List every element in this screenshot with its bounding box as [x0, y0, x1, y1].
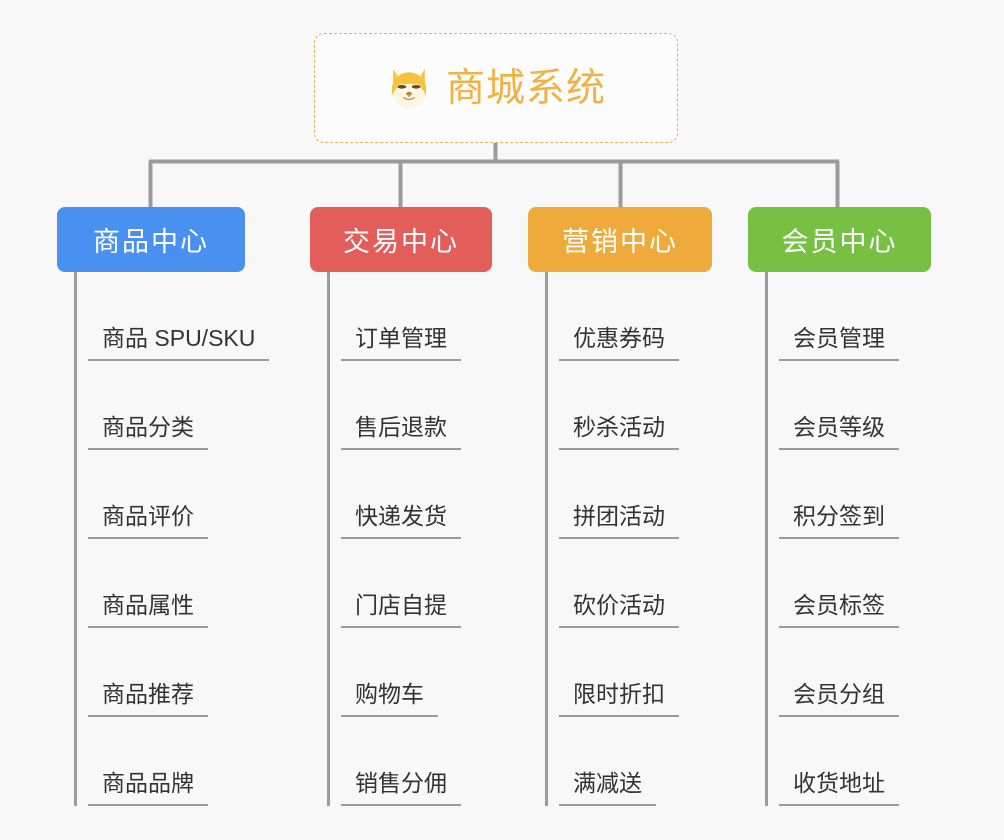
- leaf-node[interactable]: 优惠券码: [528, 272, 712, 361]
- leaf-node[interactable]: 积分签到: [748, 450, 931, 539]
- branch-items-3: 优惠券码 秒杀活动 拼团活动 砍价活动 限时折扣 满减送: [528, 272, 712, 806]
- branch-column-2: 交易中心 订单管理 售后退款 快递发货 门店自提 购物车 销售分佣: [310, 207, 492, 806]
- leaf-label: 商品品牌: [88, 770, 208, 806]
- branch-spine-1: [74, 272, 77, 806]
- leaf-label: 销售分佣: [341, 770, 461, 806]
- leaf-label: 商品推荐: [88, 681, 208, 717]
- leaf-node[interactable]: 购物车: [310, 628, 492, 717]
- branch-items-1: 商品 SPU/SKU 商品分类 商品评价 商品属性 商品推荐 商品品牌: [57, 272, 270, 806]
- leaf-node[interactable]: 收货地址: [748, 717, 931, 806]
- leaf-node[interactable]: 满减送: [528, 717, 712, 806]
- leaf-label: 商品评价: [88, 503, 208, 539]
- leaf-label: 快递发货: [341, 503, 461, 539]
- branch-column-4: 会员中心 会员管理 会员等级 积分签到 会员标签 会员分组 收货地址: [748, 207, 931, 806]
- branch-header-4[interactable]: 会员中心: [748, 207, 931, 272]
- leaf-label: 订单管理: [341, 325, 461, 361]
- branch-header-3[interactable]: 营销中心: [528, 207, 712, 272]
- leaf-label: 积分签到: [779, 503, 899, 539]
- leaf-node[interactable]: 商品属性: [57, 539, 269, 628]
- leaf-node[interactable]: 会员管理: [748, 272, 931, 361]
- leaf-label: 会员等级: [779, 414, 899, 450]
- leaf-node[interactable]: 订单管理: [310, 272, 492, 361]
- leaf-label: 满减送: [559, 770, 656, 806]
- leaf-node[interactable]: 会员等级: [748, 361, 931, 450]
- branch-column-1: 商品中心 商品 SPU/SKU 商品分类 商品评价 商品属性 商品推荐 商品品牌: [57, 207, 270, 806]
- leaf-node[interactable]: 商品分类: [57, 361, 269, 450]
- leaf-label: 会员标签: [779, 592, 899, 628]
- leaf-node[interactable]: 限时折扣: [528, 628, 712, 717]
- root-title: 商城系统: [445, 66, 606, 110]
- branch-header-2[interactable]: 交易中心: [310, 207, 492, 272]
- leaf-label: 购物车: [341, 681, 438, 717]
- branch-items-4: 会员管理 会员等级 积分签到 会员标签 会员分组 收货地址: [748, 272, 931, 806]
- leaf-label: 拼团活动: [559, 503, 679, 539]
- leaf-node[interactable]: 商品推荐: [57, 628, 269, 717]
- branch-items-2: 订单管理 售后退款 快递发货 门店自提 购物车 销售分佣: [310, 272, 492, 806]
- branch-header-1[interactable]: 商品中心: [57, 207, 245, 272]
- leaf-label: 售后退款: [341, 414, 461, 450]
- leaf-label: 收货地址: [779, 770, 899, 806]
- leaf-node[interactable]: 售后退款: [310, 361, 492, 450]
- branch-spine-3: [545, 272, 548, 806]
- leaf-label: 门店自提: [341, 592, 461, 628]
- leaf-label: 秒杀活动: [559, 414, 679, 450]
- leaf-label: 商品属性: [88, 592, 208, 628]
- leaf-node[interactable]: 拼团活动: [528, 450, 712, 539]
- leaf-label: 会员分组: [779, 681, 899, 717]
- leaf-label: 商品分类: [88, 414, 208, 450]
- branch-spine-2: [327, 272, 330, 806]
- shiba-dog-face-icon: [391, 69, 427, 109]
- leaf-node[interactable]: 商品 SPU/SKU: [57, 272, 270, 361]
- leaf-node[interactable]: 门店自提: [310, 539, 492, 628]
- leaf-label: 会员管理: [779, 325, 899, 361]
- branch-spine-4: [765, 272, 768, 806]
- leaf-node[interactable]: 会员标签: [748, 539, 931, 628]
- leaf-node[interactable]: 商品品牌: [57, 717, 269, 806]
- leaf-node[interactable]: 快递发货: [310, 450, 492, 539]
- leaf-label: 砍价活动: [559, 592, 679, 628]
- leaf-node[interactable]: 销售分佣: [310, 717, 492, 806]
- leaf-node[interactable]: 商品评价: [57, 450, 269, 539]
- leaf-label: 优惠券码: [559, 325, 679, 361]
- leaf-node[interactable]: 砍价活动: [528, 539, 712, 628]
- leaf-label: 限时折扣: [559, 681, 679, 717]
- branch-column-3: 营销中心 优惠券码 秒杀活动 拼团活动 砍价活动 限时折扣 满减送: [528, 207, 712, 806]
- leaf-node[interactable]: 会员分组: [748, 628, 931, 717]
- leaf-label: 商品 SPU/SKU: [88, 325, 270, 361]
- leaf-node[interactable]: 秒杀活动: [528, 361, 712, 450]
- root-node[interactable]: 商城系统: [314, 33, 678, 143]
